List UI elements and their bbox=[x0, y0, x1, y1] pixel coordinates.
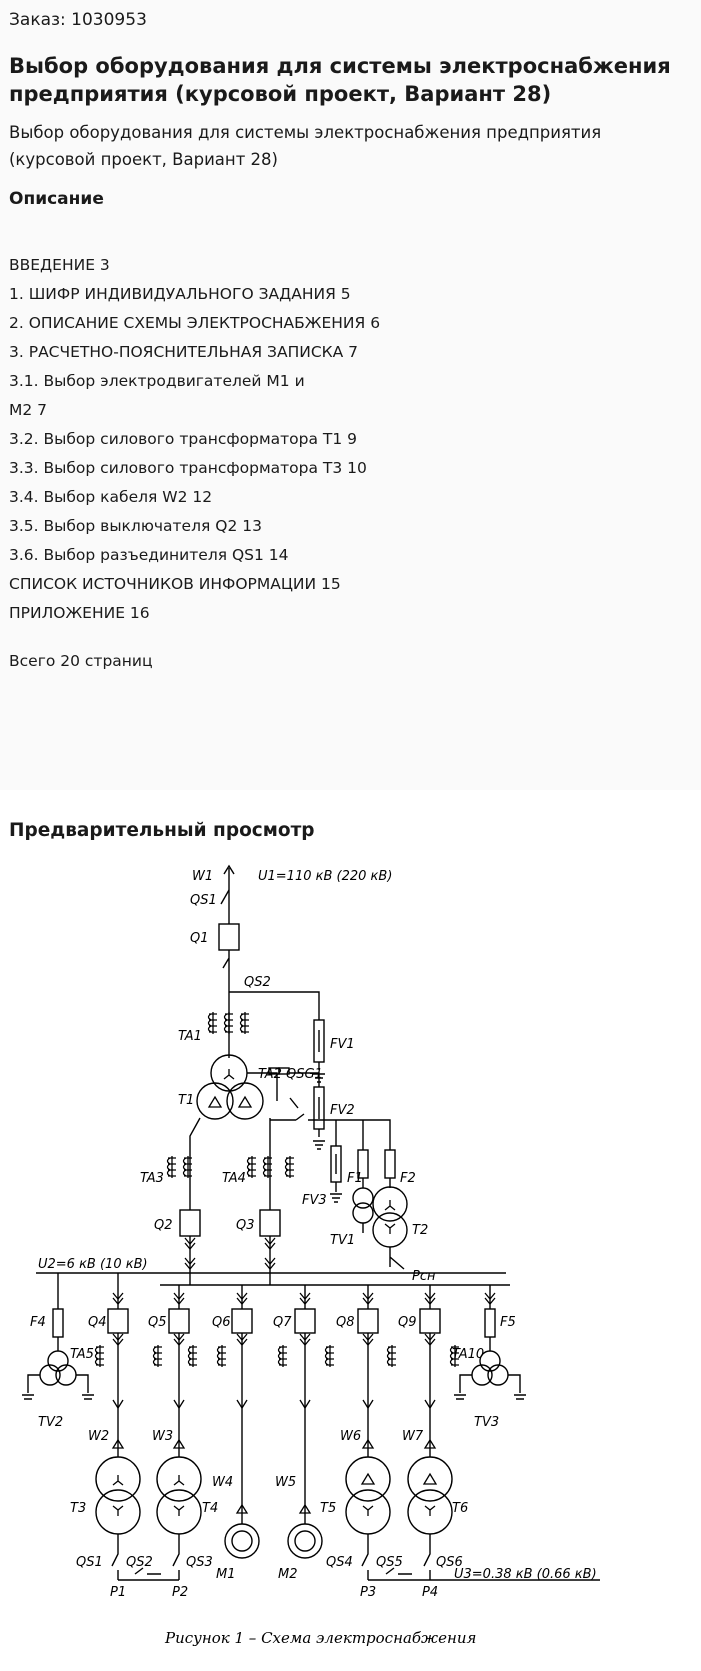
label-tv2: TV2 bbox=[38, 1415, 63, 1430]
label-ta1: TA1 bbox=[178, 1029, 202, 1044]
label-w6: W6 bbox=[340, 1429, 361, 1444]
toc-item: 3.2. Выбор силового трансформатора Т1 9 bbox=[9, 430, 358, 448]
label-t5: T5 bbox=[320, 1501, 336, 1516]
label-tv3: TV3 bbox=[474, 1415, 499, 1430]
label-w4: W4 bbox=[212, 1475, 233, 1490]
label-w3: W3 bbox=[152, 1429, 173, 1444]
label-qs4: QS4 bbox=[326, 1555, 353, 1570]
toc-item: 3.5. Выбор выключателя Q2 13 bbox=[9, 517, 262, 535]
toc-item: ВВЕДЕНИЕ 3 bbox=[9, 256, 110, 274]
toc-item: М2 7 bbox=[9, 401, 48, 419]
label-p1: P1 bbox=[110, 1585, 126, 1600]
page-count: Всего 20 страниц bbox=[9, 652, 153, 670]
label-q3: Q3 bbox=[236, 1218, 255, 1233]
label-t6: T6 bbox=[452, 1501, 468, 1516]
label-ta10: TA10 bbox=[452, 1347, 484, 1362]
page-subtitle: Выбор оборудования для системы электросн… bbox=[9, 123, 602, 169]
label-fv2: FV2 bbox=[330, 1103, 355, 1118]
label-fv1: FV1 bbox=[330, 1037, 355, 1052]
label-f1: F1 bbox=[347, 1171, 363, 1186]
label-tv1: TV1 bbox=[330, 1233, 355, 1248]
label-qs1-lv: QS1 bbox=[76, 1555, 103, 1570]
toc-item: 3.4. Выбор кабеля W2 12 bbox=[9, 488, 213, 506]
label-p3: P3 bbox=[360, 1585, 376, 1600]
toc-item: 3. РАСЧЕТНО-ПОЯСНИТЕЛЬНАЯ ЗАПИСКА 7 bbox=[9, 343, 359, 361]
label-ta2: TA2 bbox=[258, 1067, 282, 1082]
label-q6: Q6 bbox=[212, 1315, 231, 1330]
label-t2: T2 bbox=[412, 1223, 428, 1238]
label-qs2-lv: QS2 bbox=[126, 1555, 153, 1570]
voltage-u3: U3=0.38 кВ (0.66 кВ) bbox=[454, 1567, 597, 1582]
product-card: Заказ: 1030953 Выбор оборудования для си… bbox=[0, 0, 701, 790]
page-title: Выбор оборудования для системы электросн… bbox=[9, 54, 671, 106]
label-w7: W7 bbox=[402, 1429, 424, 1444]
preview-heading: Предварительный просмотр bbox=[9, 820, 315, 841]
label-t4: T4 bbox=[202, 1501, 218, 1516]
table-of-contents: ВВЕДЕНИЕ 3 1. ШИФР ИНДИВИДУАЛЬНОГО ЗАДАН… bbox=[9, 251, 380, 628]
toc-item: СПИСОК ИСТОЧНИКОВ ИНФОРМАЦИИ 15 bbox=[9, 575, 341, 593]
label-f2: F2 bbox=[400, 1171, 416, 1186]
description-heading: Описание bbox=[9, 189, 104, 209]
toc-item: ПРИЛОЖЕНИЕ 16 bbox=[9, 604, 150, 622]
label-t1: T1 bbox=[178, 1093, 194, 1108]
label-qs5: QS5 bbox=[376, 1555, 403, 1570]
toc-item: 3.1. Выбор электродвигателей М1 и bbox=[9, 372, 305, 390]
power-supply-diagram: W1 U1=110 кВ (220 кВ) QS1 Q1 QS2 TA1 FV1… bbox=[22, 864, 600, 1647]
label-fv3: FV3 bbox=[302, 1193, 327, 1208]
label-psn: Pсн bbox=[412, 1269, 436, 1284]
toc-item: 2. ОПИСАНИЕ СХЕМЫ ЭЛЕКТРОСНАБЖЕНИЯ 6 bbox=[9, 314, 381, 332]
toc-item: 3.6. Выбор разъединителя QS1 14 bbox=[9, 546, 289, 564]
label-q7: Q7 bbox=[273, 1315, 292, 1330]
label-p4: P4 bbox=[422, 1585, 438, 1600]
toc-item: 3.3. Выбор силового трансформатора Т3 10 bbox=[9, 459, 367, 477]
label-t3: T3 bbox=[70, 1501, 86, 1516]
label-p2: P2 bbox=[172, 1585, 188, 1600]
order-number: Заказ: 1030953 bbox=[9, 10, 147, 30]
label-q9: Q9 bbox=[398, 1315, 417, 1330]
label-w1: W1 bbox=[192, 869, 213, 884]
label-q1: Q1 bbox=[190, 931, 209, 946]
label-m1: M1 bbox=[216, 1567, 236, 1582]
label-qsg1: QSG1 bbox=[286, 1067, 323, 1082]
voltage-u1: U1=110 кВ (220 кВ) bbox=[258, 869, 392, 884]
label-m2: M2 bbox=[278, 1567, 298, 1582]
preview-image: W1 U1=110 кВ (220 кВ) QS1 Q1 QS2 TA1 FV1… bbox=[0, 850, 701, 1667]
label-q2: Q2 bbox=[154, 1218, 173, 1233]
voltage-u2: U2=6 кВ (10 кВ) bbox=[38, 1257, 148, 1272]
label-qs3: QS3 bbox=[186, 1555, 213, 1570]
label-qs6: QS6 bbox=[436, 1555, 463, 1570]
label-q5: Q5 bbox=[148, 1315, 167, 1330]
figure-caption: Рисунок 1 – Схема электроснабжения bbox=[164, 1629, 476, 1647]
toc-item: 1. ШИФР ИНДИВИДУАЛЬНОГО ЗАДАНИЯ 5 bbox=[9, 285, 351, 303]
label-q4: Q4 bbox=[88, 1315, 107, 1330]
label-q8: Q8 bbox=[336, 1315, 355, 1330]
label-f4: F4 bbox=[30, 1315, 46, 1330]
label-qs2: QS2 bbox=[244, 975, 271, 990]
label-f5: F5 bbox=[500, 1315, 516, 1330]
label-ta3: TA3 bbox=[140, 1171, 164, 1186]
label-ta4: TA4 bbox=[222, 1171, 246, 1186]
label-qs1: QS1 bbox=[190, 893, 217, 908]
label-w2: W2 bbox=[88, 1429, 109, 1444]
label-ta5: TA5 bbox=[70, 1347, 94, 1362]
label-w5: W5 bbox=[275, 1475, 296, 1490]
